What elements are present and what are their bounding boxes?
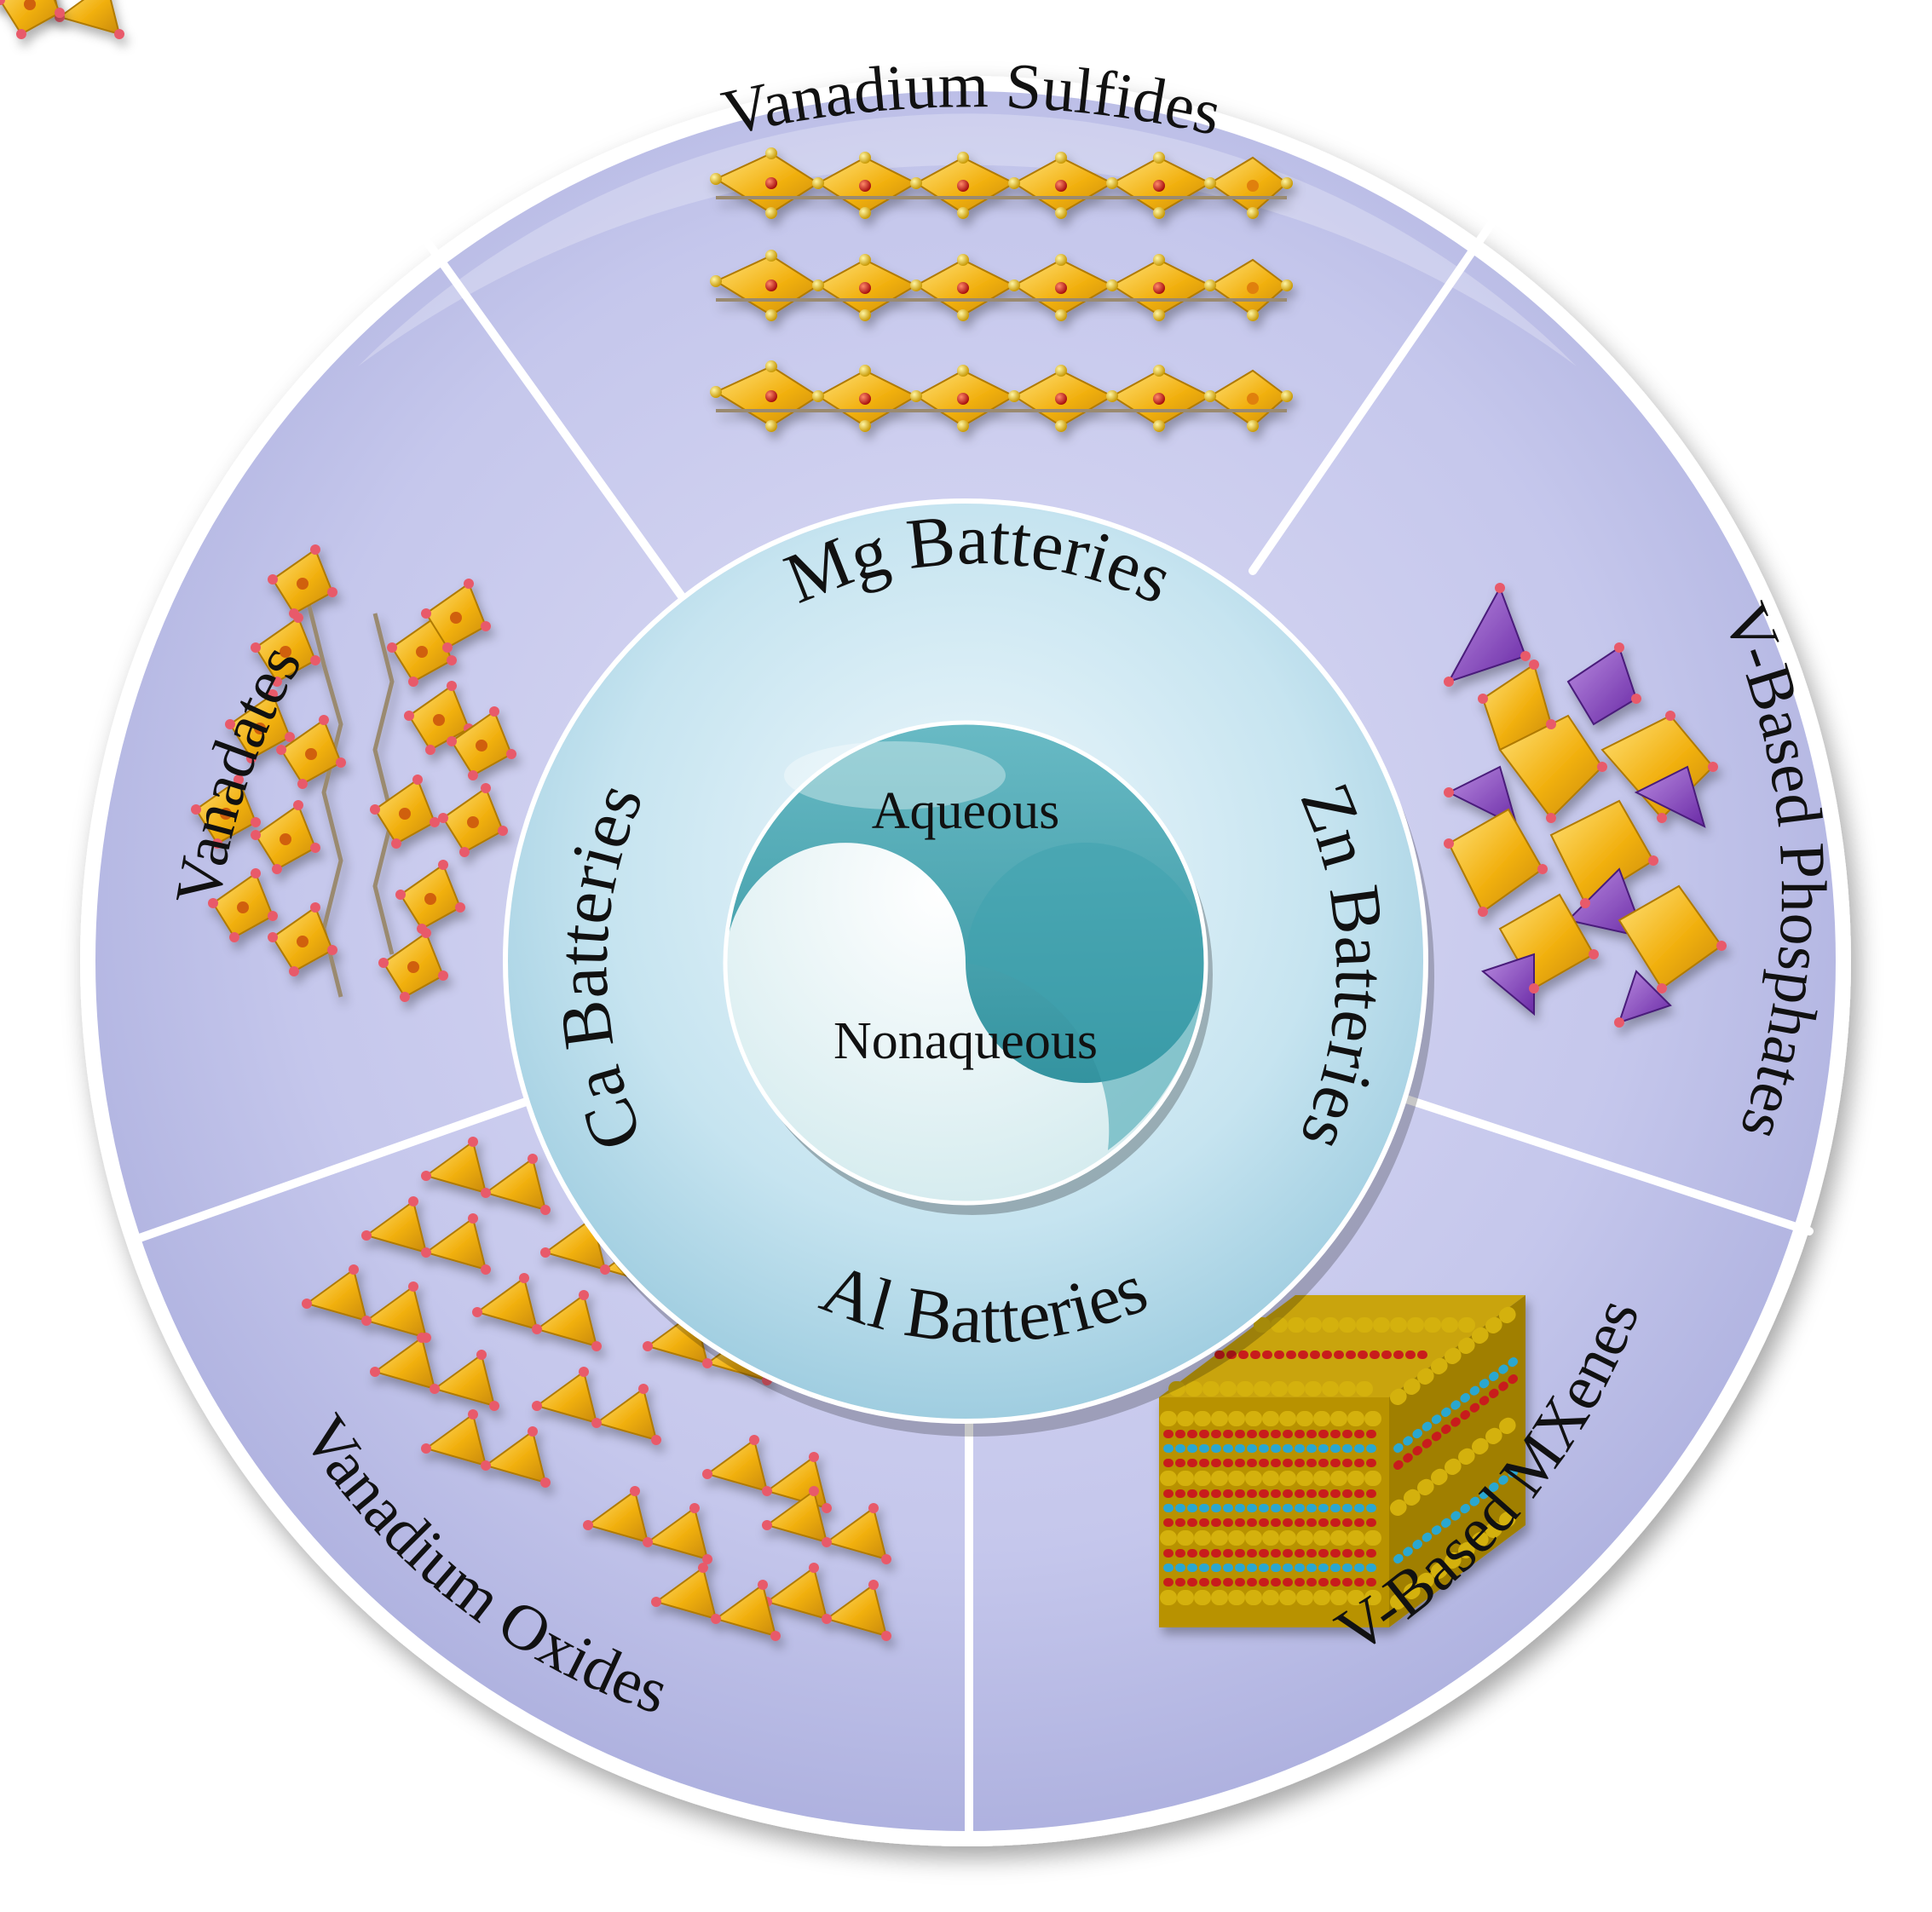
vanadates-structure: [0, 0, 517, 1003]
aqueous-label: Aqueous: [872, 782, 1059, 840]
nonaqueous-label: Nonaqueous: [833, 1012, 1098, 1070]
vanadium-sulfides-structure: [708, 147, 1295, 434]
v-based-mxenes-structure: [1159, 1295, 1525, 1627]
electrolyte-core: [723, 720, 1213, 1215]
v-based-phosphates-structure: [1444, 583, 1727, 1028]
sector-dividers: [130, 213, 1814, 1843]
